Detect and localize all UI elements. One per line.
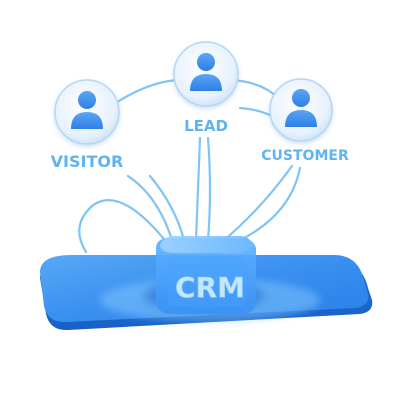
customer-node: CUSTOMER: [261, 78, 349, 164]
lead-node: LEAD: [173, 41, 239, 135]
connector-lead-customer: [230, 78, 280, 100]
visitor-label: VISITOR: [51, 152, 124, 171]
connector-visitor-hub-1: [126, 174, 174, 242]
connector-customer-hub-1: [220, 164, 294, 244]
connector-lead-hub-1: [194, 136, 202, 242]
user-icon: [285, 89, 317, 127]
user-icon: [71, 91, 103, 129]
crm-hub: CRM: [144, 236, 264, 314]
user-icon: [190, 53, 222, 91]
connector-left-loop: [78, 199, 170, 254]
hub-label: CRM: [175, 271, 245, 304]
visitor-node: VISITOR: [51, 79, 124, 171]
customer-label: CUSTOMER: [261, 148, 349, 164]
connector-lead-hub-2: [206, 136, 212, 242]
connector-visitor-lead: [112, 78, 180, 106]
connector-customer-hub-2: [230, 166, 302, 246]
connector-visitor-hub-2: [148, 174, 186, 242]
lead-label: LEAD: [184, 117, 228, 135]
